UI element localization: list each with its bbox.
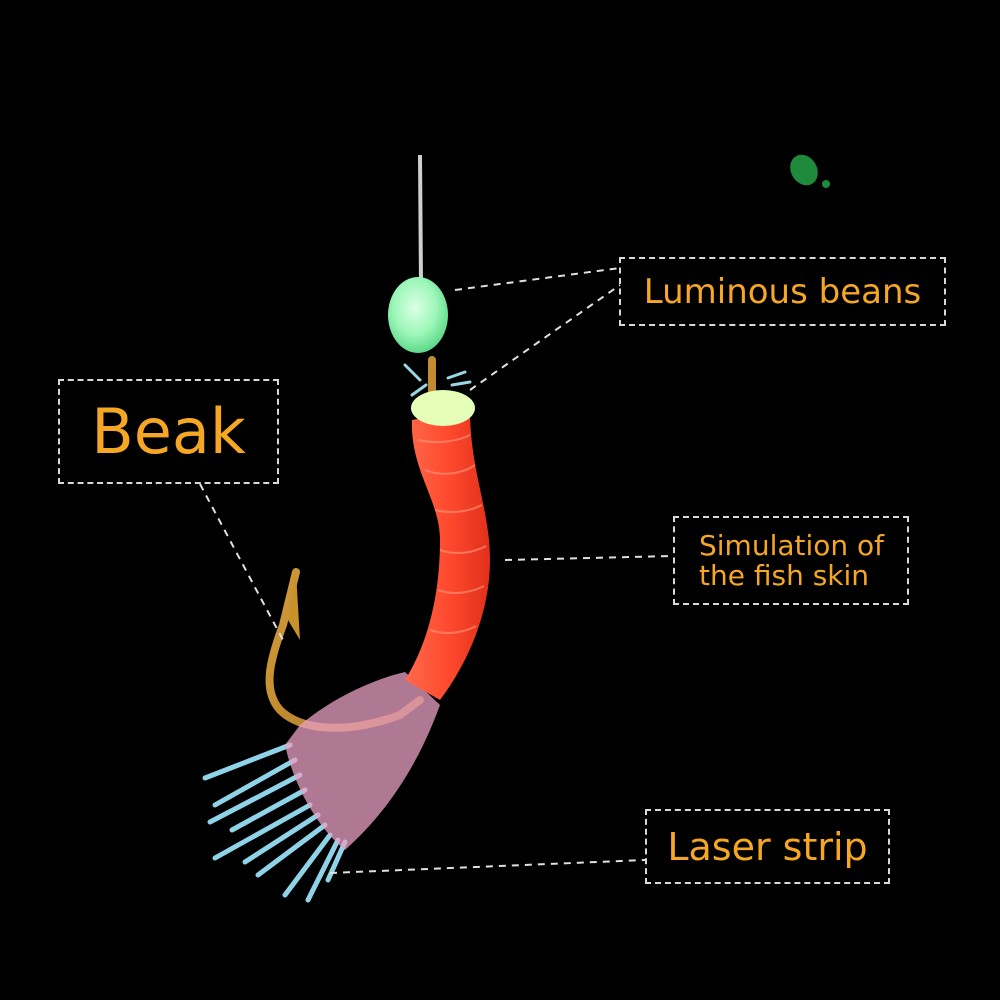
laser-strip-label-text: Laser strip	[667, 824, 868, 869]
leader-luminous-2	[469, 284, 621, 391]
luminous-beans-label-text: Luminous beans	[643, 271, 922, 312]
laser-strip-sleeve	[285, 672, 440, 850]
fish-skin-label-line1: Simulation of	[699, 528, 885, 562]
collar-fibers	[403, 363, 472, 397]
luminous-beans-label: Luminous beans	[619, 257, 946, 326]
fishing-line	[418, 154, 423, 286]
fish-skin-body	[405, 410, 490, 700]
leader-beak	[199, 483, 284, 641]
bead-collar	[411, 390, 475, 426]
leader-laser	[329, 859, 646, 874]
small-green-bean	[790, 154, 818, 186]
hook	[265, 356, 436, 732]
hook-barb	[288, 572, 300, 640]
laser-strip-label: Laser strip	[645, 809, 890, 884]
beak-label-text: Beak	[91, 395, 246, 468]
leader-lines	[199, 267, 674, 874]
skin-texture	[417, 434, 487, 634]
small-green-dot	[822, 180, 830, 188]
luminous-bean	[388, 277, 448, 353]
beak-label: Beak	[58, 379, 279, 484]
leader-skin	[504, 555, 674, 561]
leader-luminous-1	[454, 267, 621, 291]
fish-skin-label-line2: the fish skin	[699, 558, 870, 592]
fish-skin-label: Simulation of the fish skin	[673, 516, 909, 605]
